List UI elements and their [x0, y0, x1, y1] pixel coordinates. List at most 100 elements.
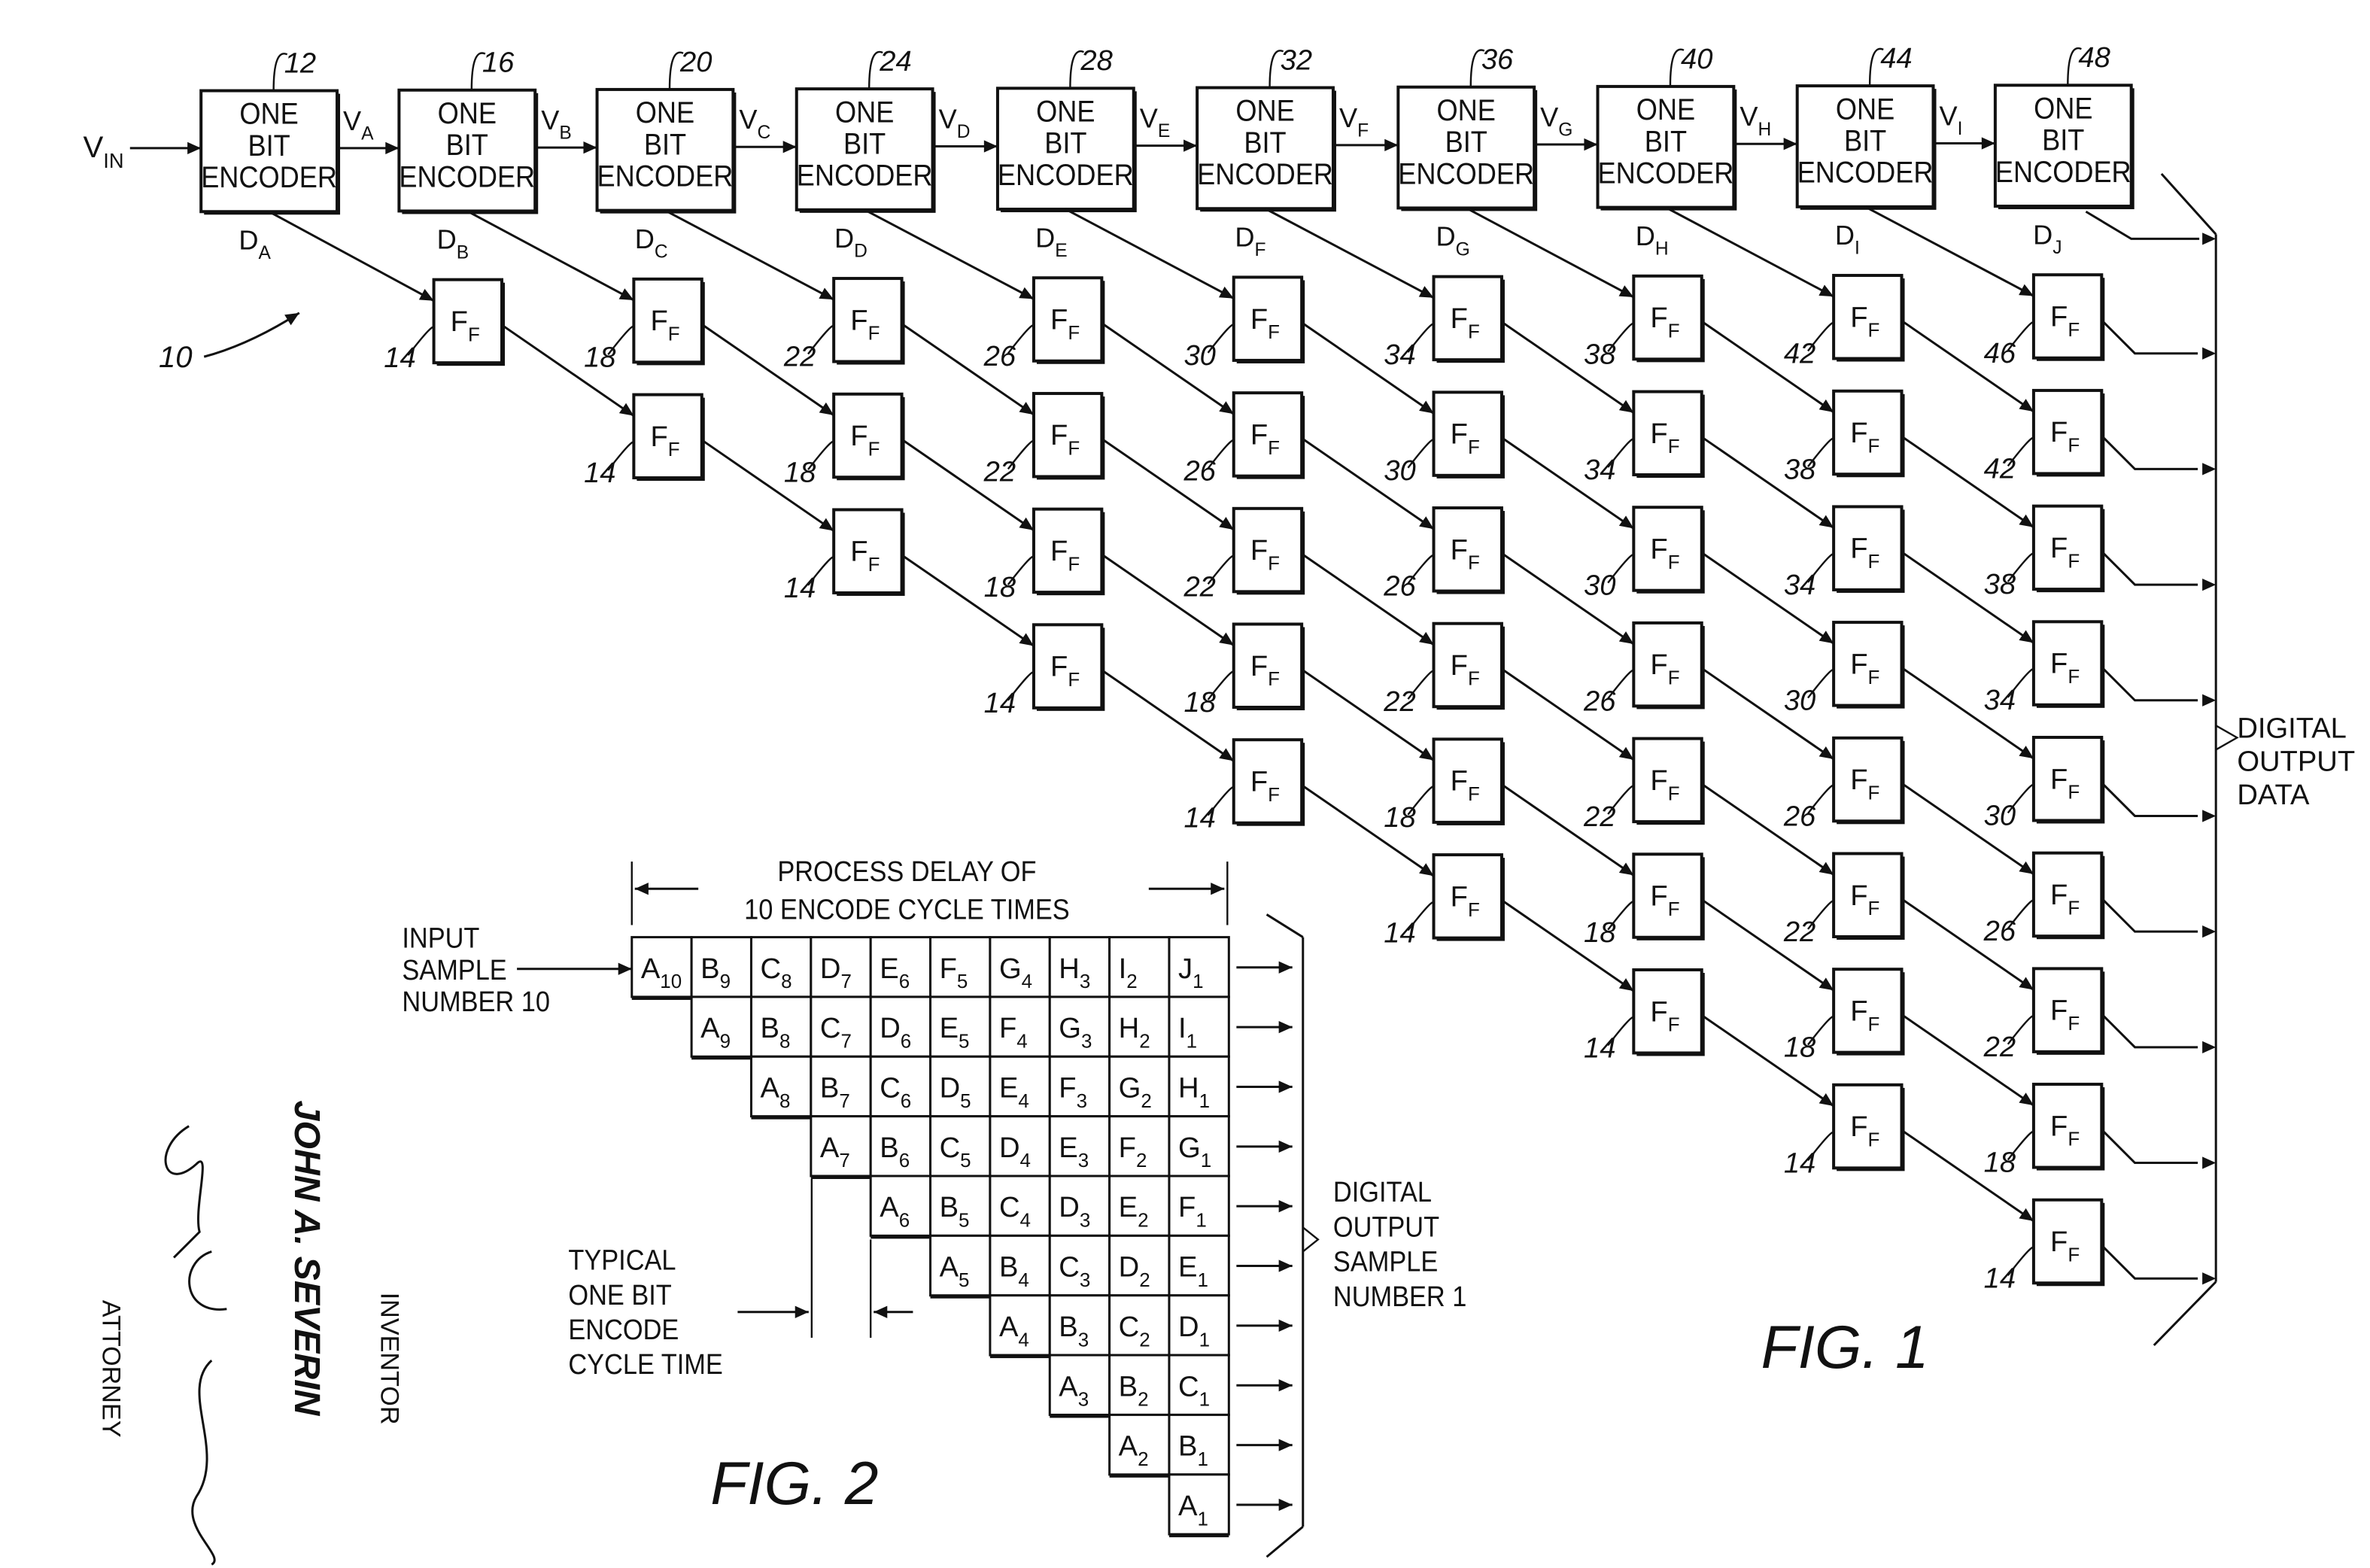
- timing-cell-label-subscript: 2: [1138, 1390, 1148, 1411]
- timing-cell-label-main: J: [1178, 953, 1193, 985]
- digital-bit-label-main: D: [1035, 222, 1055, 253]
- flip-flop-14: FF: [632, 393, 705, 482]
- timing-cell: [1108, 1413, 1171, 1476]
- inventor-signature: [164, 1125, 204, 1259]
- timing-cell: [1168, 936, 1230, 998]
- timing-cell-label-main: E: [999, 1072, 1018, 1105]
- ref-leader: [407, 326, 435, 356]
- flipflop-chain-wire: [901, 554, 1035, 647]
- timing-cell-label-main: D: [940, 1072, 961, 1105]
- timing-cell-label-main: B: [1059, 1311, 1077, 1343]
- encoder-text: ONE: [2034, 92, 2092, 126]
- flip-flop-14: FF: [1632, 968, 1705, 1056]
- timing-cell-label-subscript: 8: [781, 971, 792, 992]
- ref-leader: [1207, 439, 1235, 469]
- residue-voltage-label-subscript: E: [1158, 121, 1170, 141]
- timing-cell-label-subscript: 2: [1141, 1091, 1151, 1112]
- flipflop-chain-wire: [1901, 1013, 2034, 1107]
- timing-cell-label-main: A: [940, 1251, 959, 1284]
- flip-flop-14-outline: [1032, 623, 1104, 710]
- digital-bit-label: DD: [834, 223, 867, 262]
- flip-flop-text: FF: [1650, 764, 1679, 804]
- digital-bit-label-subscript: G: [1456, 239, 1470, 260]
- timing-cell-label-main: B: [700, 953, 719, 985]
- flip-flop-text-subscript: F: [1468, 784, 1480, 805]
- timing-cell-label: I1: [1178, 1012, 1197, 1052]
- digital-bit-label: DH: [1636, 220, 1669, 260]
- flip-flop-18-outline: [1032, 507, 1104, 594]
- ref-leader: [1669, 48, 1685, 87]
- timing-cell-label: J1: [1178, 953, 1204, 992]
- flip-flop-42: FF: [2031, 388, 2105, 477]
- flip-flop-26-outline: [1832, 736, 1904, 823]
- ref-leader: [2007, 783, 2035, 814]
- encoder-text: ENCODER: [1797, 156, 1934, 190]
- output-bus-bracket-top: [2160, 173, 2217, 236]
- ref-leader: [1607, 554, 1635, 584]
- flipflop-chain-wire-arrowhead-icon: [1419, 516, 1434, 530]
- flip-flop-text-subscript: F: [1268, 785, 1280, 806]
- flipflop-output-wire: [2101, 1013, 2198, 1049]
- flip-flop-14-outline: [2031, 1198, 2104, 1285]
- flip-flop-22: FF: [1432, 621, 1505, 710]
- flipflop-chain-wire-arrowhead-icon: [1219, 748, 1234, 761]
- flipflop-chain-wire: [1700, 782, 1834, 876]
- timing-cell-label-main: A: [700, 1012, 720, 1044]
- timing-cell-label-subscript: 2: [1136, 1150, 1147, 1171]
- row-output-arrow-arrowhead-icon: [1278, 1260, 1293, 1272]
- timing-cell-label-subscript: 1: [1193, 971, 1203, 992]
- flip-flop-ref-numeral: 22: [1783, 916, 1815, 948]
- flip-flop-ref-numeral: 14: [1183, 802, 1215, 834]
- flipflop-chain-wire: [1301, 437, 1435, 530]
- residue-voltage-label-subscript: H: [1758, 120, 1771, 140]
- flip-flop-30: FF: [1632, 506, 1705, 594]
- flip-flop-text-main: F: [1050, 535, 1068, 567]
- timing-cell-label: B8: [761, 1012, 791, 1052]
- timing-cell-label-subscript: 3: [1077, 1091, 1087, 1112]
- flip-flop-text-main: F: [1250, 418, 1268, 451]
- timing-cell-label-main: D: [999, 1132, 1020, 1164]
- encoder-text: ENCODER: [998, 158, 1134, 192]
- residue-voltage-label-subscript: G: [1558, 120, 1572, 141]
- flip-flop-text-subscript: F: [1668, 783, 1680, 804]
- ref-leader: [1407, 786, 1435, 816]
- timing-cell-label-subscript: 3: [1078, 1390, 1089, 1411]
- flip-flop-text-subscript: F: [468, 324, 480, 345]
- ref-leader: [1407, 901, 1435, 931]
- timing-cell-label: B4: [999, 1251, 1029, 1291]
- digital-output-sample-label: DIGITAL: [1333, 1175, 1432, 1208]
- encoder-text: ONE: [636, 96, 694, 129]
- flip-flop-ref-numeral: 26: [1583, 685, 1616, 717]
- residue-voltage-label: VD: [939, 103, 971, 142]
- flip-flop-text-main: F: [1650, 880, 1667, 913]
- output-arrowhead-icon: [2202, 1156, 2217, 1169]
- timing-cell-label-main: E: [880, 953, 898, 985]
- row-output-arrow-arrowhead-icon: [1278, 1140, 1293, 1153]
- flip-flop-text-subscript: F: [2068, 551, 2080, 572]
- flip-flop-text-subscript: F: [1268, 438, 1280, 459]
- flipflop-chain-wire: [1901, 320, 2034, 413]
- encoder-text: BIT: [248, 129, 290, 163]
- encoder-text: BIT: [1645, 125, 1687, 159]
- flipflop-chain-wire: [700, 323, 835, 417]
- timing-cell-label: A9: [700, 1012, 731, 1052]
- residue-voltage-label-main: V: [1540, 102, 1558, 132]
- residue-voltage-label-main: V: [1140, 103, 1158, 134]
- flip-flop-ref-numeral: 34: [1384, 339, 1415, 371]
- output-sample-bracket-bottom: [1266, 1525, 1304, 1558]
- flip-flop-text-subscript: F: [1868, 667, 1880, 688]
- digital-output-data-label: DIGITAL: [2237, 712, 2347, 744]
- flipflop-chain-wire-arrowhead-icon: [1219, 401, 1234, 415]
- flip-flop-18: FF: [832, 392, 905, 481]
- flip-flop-text: FF: [2050, 648, 2080, 688]
- ref-leader: [2007, 668, 2035, 698]
- flip-flop-text-main: F: [1850, 995, 1867, 1027]
- digital-bit-label-subscript: A: [259, 243, 272, 263]
- flip-flop-22: FF: [2031, 967, 2105, 1055]
- timing-cell-label-subscript: 10: [660, 971, 682, 992]
- timing-cell: [929, 1115, 992, 1178]
- digital-bit-label-subscript: D: [854, 242, 867, 262]
- timing-cell-label-subscript: 4: [1020, 1211, 1031, 1232]
- timing-cell-label-subscript: 2: [1139, 1329, 1150, 1351]
- flipflop-chain-wire: [1901, 551, 2034, 644]
